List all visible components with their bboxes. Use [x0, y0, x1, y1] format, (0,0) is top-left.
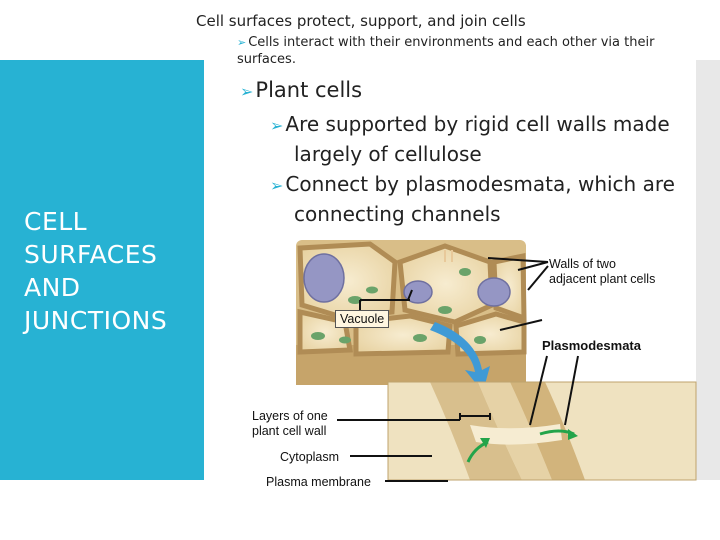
bullet-arrow-icon: ➢	[270, 116, 284, 135]
plant-cells-text: Plant cells	[255, 78, 363, 102]
label-plasmodesmata: Plasmodesmata	[542, 338, 641, 353]
green-arrow-icon	[480, 438, 490, 448]
bullet-arrow-icon: ➢	[237, 36, 247, 49]
point-2-text: Connect by plasmodesmata, which are conn…	[285, 172, 675, 226]
plant-cells-heading: ➢Plant cells	[240, 78, 362, 102]
leader-lines	[337, 257, 579, 482]
bullet-point-1: ➢Are supported by rigid cell walls made …	[270, 110, 720, 169]
cell-tissue-illustration	[296, 240, 527, 385]
section-panel	[0, 60, 204, 480]
zoom-arrow-icon	[430, 322, 490, 392]
right-edge-strip	[696, 60, 720, 480]
bullet-arrow-icon: ➢	[240, 82, 254, 101]
sub-bullet-text: Cells interact with their environments a…	[237, 35, 655, 67]
bullet-point-2: ➢Connect by plasmodesmata, which are con…	[270, 170, 720, 229]
wall-closeup-illustration	[387, 381, 697, 481]
label-vacuole: Vacuole	[335, 310, 390, 328]
slide-title: Cell surfaces protect, support, and join…	[196, 12, 526, 30]
label-cytoplasm: Cytoplasm	[280, 450, 340, 464]
green-arrow-icon	[568, 429, 578, 440]
section-title: CELL SURFACES AND JUNCTIONS	[24, 207, 168, 335]
label-plasma-membrane: Plasma membrane	[266, 475, 371, 489]
sub-bullet: ➢Cells interact with their environments …	[237, 34, 695, 68]
label-layers: Layers of one plant cell wall	[252, 409, 328, 438]
bullet-arrow-icon: ➢	[270, 176, 284, 195]
label-walls: Walls of two adjacent plant cells	[549, 257, 656, 286]
point-1-text: Are supported by rigid cell walls made l…	[285, 112, 670, 166]
